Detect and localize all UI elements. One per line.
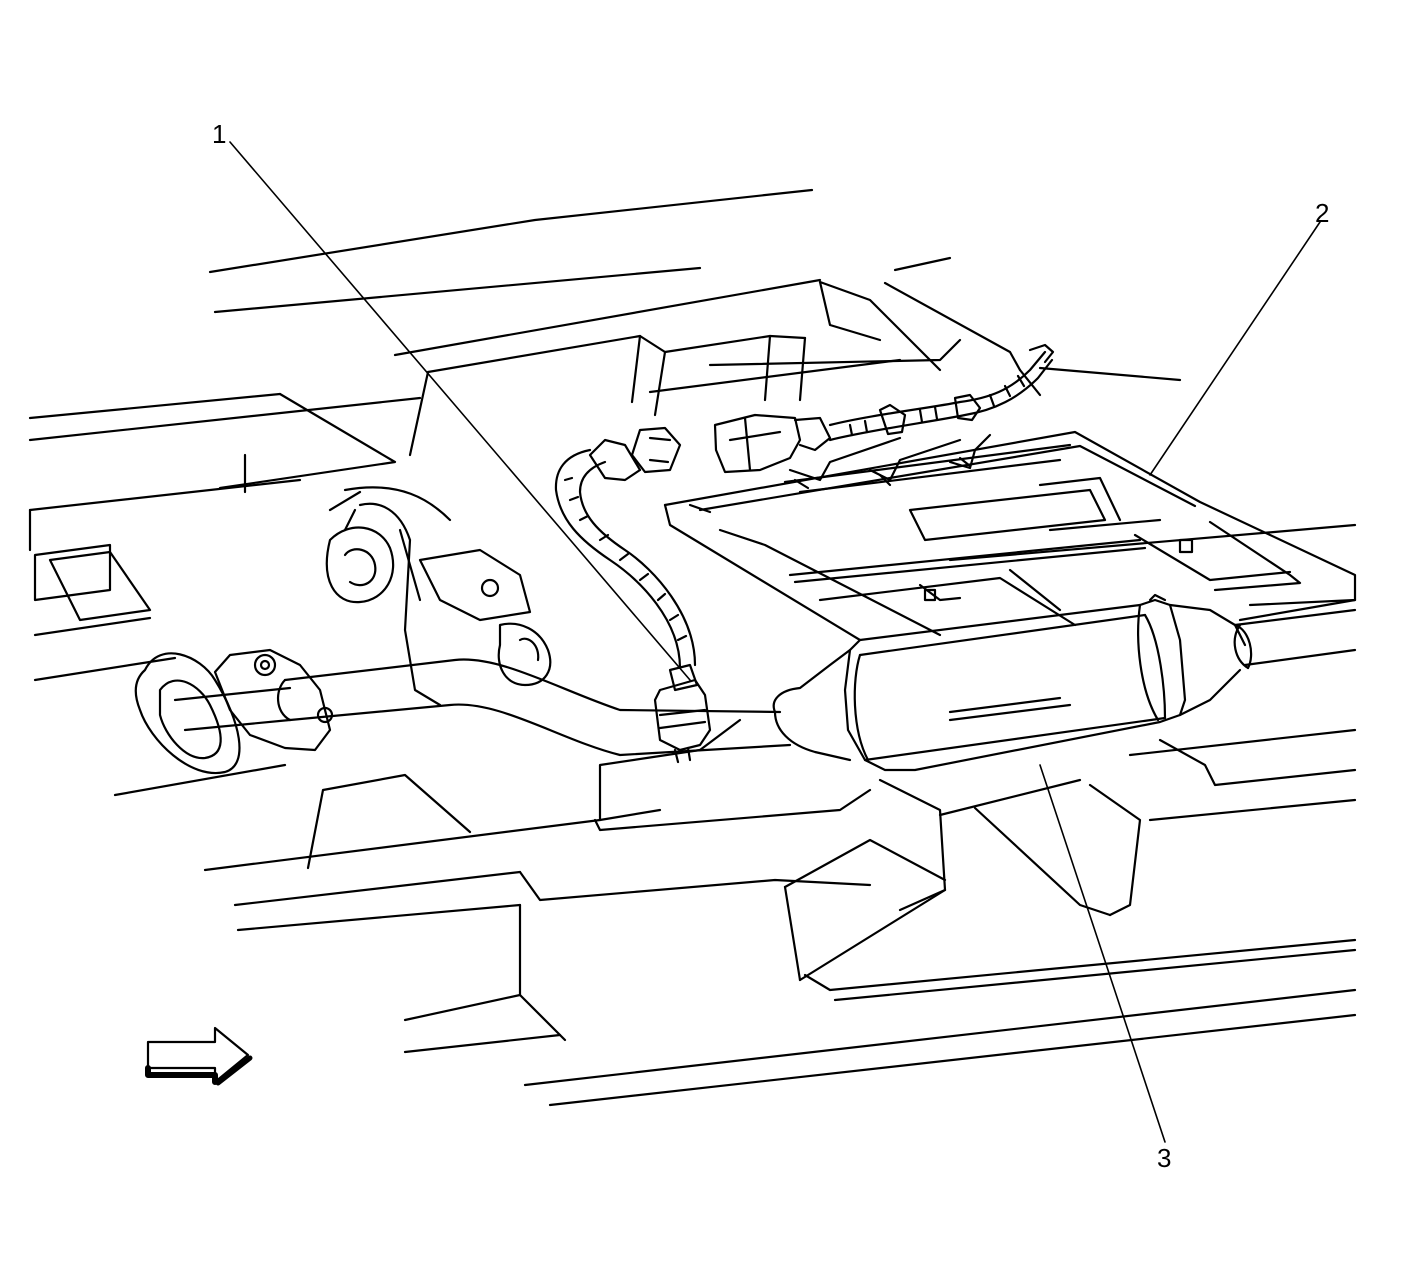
leader-line-2 [1150,222,1320,475]
floor-pan-outline [30,190,1355,1105]
leader-line-3 [1040,765,1165,1142]
right-arrow-icon [148,1028,250,1083]
leader-line-1 [230,142,690,680]
leader-lines [230,142,1320,1142]
callout-3-label: 3 [1157,1143,1172,1173]
catalytic-converter [774,595,1355,770]
exhaust-pipe [175,660,790,755]
exhaust-flange [136,650,332,773]
heat-shield [665,432,1355,640]
callout-1-label: 1 [212,119,227,149]
oxygen-sensor [655,665,710,762]
exhaust-hanger [327,487,550,705]
sensor-wiring-harness [556,345,1053,668]
callout-2-label: 2 [1315,198,1330,228]
